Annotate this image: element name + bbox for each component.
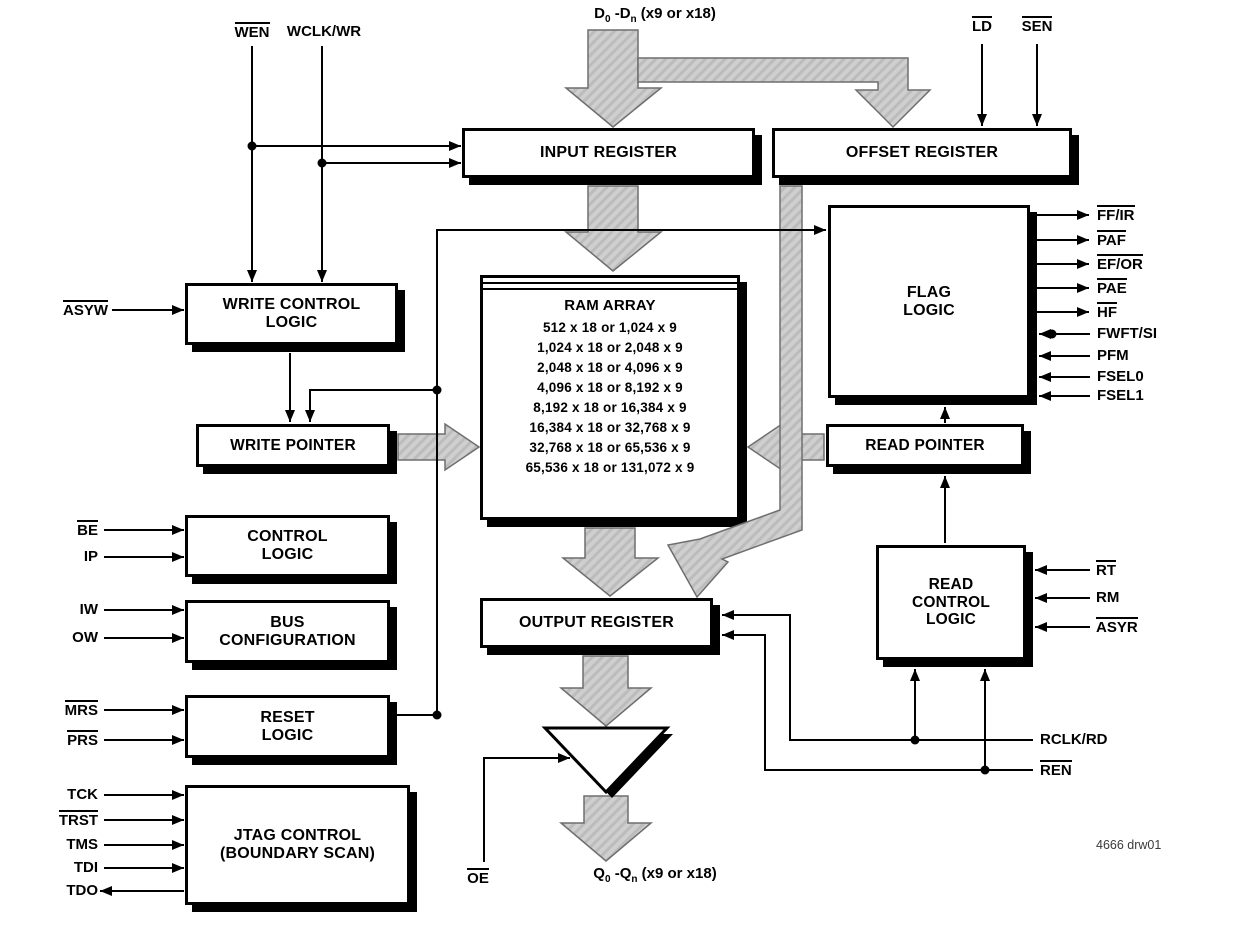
signal-ren-label: REN xyxy=(1040,760,1072,779)
block-label: READ POINTER xyxy=(865,436,985,454)
junction-dot xyxy=(317,158,327,168)
block-label: INPUT REGISTER xyxy=(539,144,678,162)
block-write-pointer: WRITE POINTER xyxy=(196,424,390,467)
signal-iw-label: IW xyxy=(79,601,98,618)
block-write-control-logic: WRITE CONTROL LOGIC xyxy=(185,283,398,345)
signal-fsel0-label: FSEL0 xyxy=(1097,368,1144,385)
ram-size-row: 32,768 x 18 or 65,536 x 9 xyxy=(529,439,691,455)
block-label: LOGIC xyxy=(925,611,977,629)
wire-oe-to-buffer xyxy=(483,753,570,862)
block-ram-array: RAM ARRAY 512 x 18 or 1,024 x 9 1,024 x … xyxy=(480,275,740,520)
block-label: LOGIC xyxy=(265,314,318,331)
signal-ef-or-label: EF/OR xyxy=(1097,254,1143,273)
data-input-bus-label: D0 -Dn (x9 or x18) xyxy=(540,4,770,25)
bus-arrow-ram-to-output xyxy=(560,527,661,597)
block-label: LOGIC xyxy=(261,726,314,744)
signal-rm-label: RM xyxy=(1096,589,1120,606)
junction-dot xyxy=(1047,329,1057,339)
ram-array-title: RAM ARRAY xyxy=(564,297,656,314)
signal-tms-label: TMS xyxy=(66,836,98,853)
ram-size-row: 4,096 x 18 or 8,192 x 9 xyxy=(537,379,683,395)
block-jtag-control: JTAG CONTROL (BOUNDARY SCAN) xyxy=(185,785,410,905)
block-label: WRITE POINTER xyxy=(230,436,356,454)
block-bus-configuration: BUS CONFIGURATION xyxy=(185,600,390,663)
bus-arrow-read-pointer-to-ram xyxy=(746,422,825,472)
signal-ow-label: OW xyxy=(72,629,98,646)
ram-size-row: 65,536 x 18 or 131,072 x 9 xyxy=(525,459,695,475)
block-label: READ xyxy=(928,576,974,594)
block-label: LOGIC xyxy=(261,546,314,563)
block-label: CONTROL xyxy=(247,528,328,546)
signal-tdi-label: TDI xyxy=(73,859,98,876)
block-input-register: INPUT REGISTER xyxy=(462,128,755,178)
bus-label-text: Q0 -Qn (x9 or x18) xyxy=(593,865,717,885)
block-label: WRITE CONTROL xyxy=(222,296,361,314)
signal-ff-ir-label: FF/IR xyxy=(1097,205,1135,224)
signal-trst-label: TRST xyxy=(58,810,98,829)
block-output-register: OUTPUT REGISTER xyxy=(480,598,713,648)
block-label: CONTROL xyxy=(911,593,991,611)
block-reset-logic: RESET LOGIC xyxy=(185,695,390,758)
bus-arrow-data-in-branch xyxy=(637,57,932,129)
signal-pfm-label: PFM xyxy=(1097,347,1129,364)
signal-rt-label: RT xyxy=(1096,560,1116,579)
block-label: FLAG xyxy=(906,283,952,301)
bus-arrow-input-to-ram xyxy=(563,185,664,272)
bus-arrow-data-in xyxy=(563,29,664,128)
signal-pae-label: PAE xyxy=(1097,278,1127,297)
block-read-pointer: READ POINTER xyxy=(826,424,1024,467)
bus-arrow-buffer-to-q xyxy=(558,795,654,862)
signal-mrs-label: MRS xyxy=(64,700,98,719)
block-label: CONFIGURATION xyxy=(219,631,356,649)
signal-tdo-label: TDO xyxy=(66,882,98,899)
block-offset-register: OFFSET REGISTER xyxy=(772,128,1072,178)
block-label: RESET xyxy=(260,708,315,726)
block-label: JTAG CONTROL xyxy=(233,827,362,845)
block-label: OFFSET REGISTER xyxy=(845,144,999,162)
signal-prs-label: PRS xyxy=(67,730,98,749)
signal-wen-label: WEN xyxy=(234,22,270,41)
signal-fsel1-label: FSEL1 xyxy=(1097,387,1144,404)
signal-oe-label: OE xyxy=(467,868,489,887)
signal-wclk-wr-label: WCLK/WR xyxy=(286,23,362,40)
signal-hf-label: HF xyxy=(1097,302,1117,321)
junction-dot xyxy=(910,735,920,745)
signal-asyw-label: ASYW xyxy=(63,300,108,319)
drawing-number: 4666 drw01 xyxy=(1096,838,1162,852)
ram-size-row: 1,024 x 18 or 2,048 x 9 xyxy=(537,339,683,355)
signal-tck-label: TCK xyxy=(67,786,98,803)
ram-top-rule xyxy=(483,282,737,284)
signal-sen-label: SEN xyxy=(1021,16,1053,35)
signal-ld-label: LD xyxy=(972,16,992,35)
signal-be-label: BE xyxy=(77,520,98,539)
junction-dot xyxy=(247,141,257,151)
ram-top-rule xyxy=(483,288,737,290)
junction-dot xyxy=(432,385,442,395)
ram-size-row: 16,384 x 18 or 32,768 x 9 xyxy=(529,419,691,435)
block-label: BUS xyxy=(270,613,305,631)
block-label: (BOUNDARY SCAN) xyxy=(220,845,375,862)
output-buffer-triangle xyxy=(541,726,671,795)
bus-arrow-write-pointer-to-ram xyxy=(397,422,481,472)
junction-dot xyxy=(980,765,990,775)
signal-paf-label: PAF xyxy=(1097,230,1126,249)
data-output-bus-label: Q0 -Qn (x9 or x18) xyxy=(540,864,770,885)
signal-ip-label: IP xyxy=(83,548,98,565)
bus-arrow-output-to-buffer xyxy=(558,655,654,727)
ram-size-row: 8,192 x 18 or 16,384 x 9 xyxy=(533,399,687,415)
block-read-control-logic: READ CONTROL LOGIC xyxy=(876,545,1026,660)
output-buffer-shadow xyxy=(551,734,673,798)
signal-asyr-label: ASYR xyxy=(1096,617,1138,636)
block-flag-logic: FLAG LOGIC xyxy=(828,205,1030,398)
wire-reset-to-write-pointer xyxy=(305,389,437,422)
signal-rclk-rd-label: RCLK/RD xyxy=(1040,731,1108,748)
block-label: LOGIC xyxy=(903,301,955,319)
block-label: OUTPUT REGISTER xyxy=(518,614,674,632)
junction-dot xyxy=(432,710,442,720)
signal-fwft-si-label: FWFT/SI xyxy=(1097,325,1157,342)
ram-size-row: 2,048 x 18 or 4,096 x 9 xyxy=(537,359,683,375)
block-control-logic: CONTROL LOGIC xyxy=(185,515,390,577)
bus-label-text: D0 -Dn (x9 or x18) xyxy=(594,5,716,25)
ram-size-row: 512 x 18 or 1,024 x 9 xyxy=(542,319,678,335)
